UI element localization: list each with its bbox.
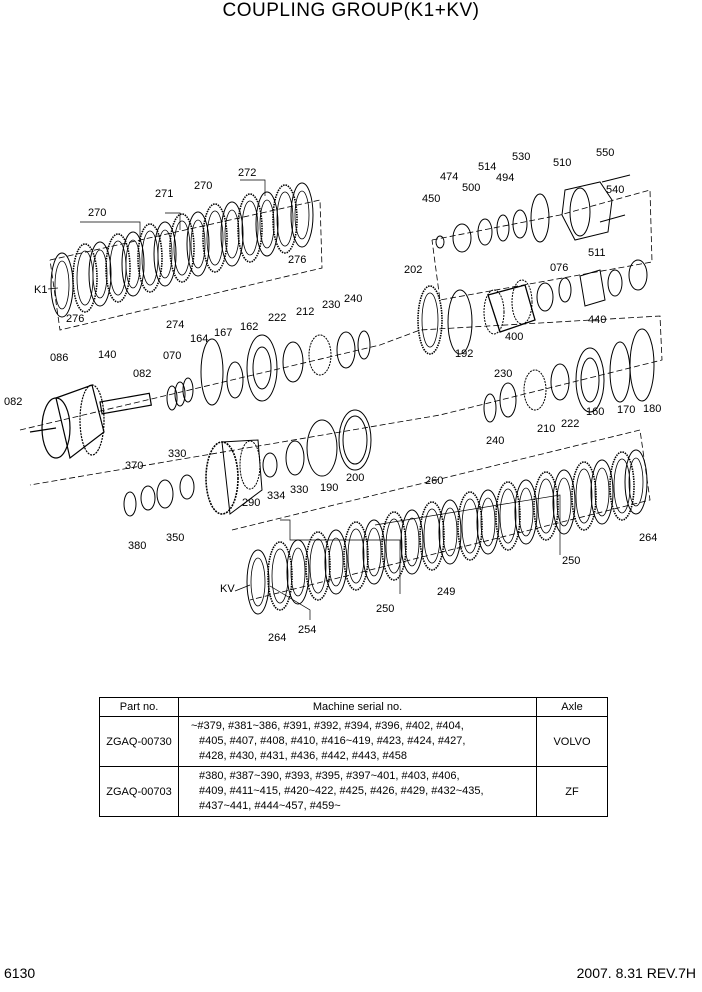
label-380: 380 — [128, 540, 146, 552]
label-272: 272 — [238, 167, 256, 179]
label-222a: 222 — [268, 312, 286, 324]
label-500: 500 — [462, 182, 480, 194]
label-240a: 240 — [344, 293, 362, 305]
label-249: 249 — [437, 586, 455, 598]
revision-date: 2007. 8.31 REV.7H — [576, 965, 696, 981]
page-title: COUPLING GROUP(K1+KV) — [222, 0, 480, 21]
label-270b: 270 — [194, 180, 212, 192]
label-222b: 222 — [561, 418, 579, 430]
k1-clutch-stack — [50, 182, 314, 318]
serial-line: #405, #407, #408, #410, #416~419, #423, … — [199, 735, 466, 747]
part-no-cell: ZGAQ-00703 — [99, 766, 179, 817]
lower-left-gear-group — [123, 409, 372, 517]
label-076: 076 — [550, 262, 568, 274]
label-276a: 276 — [66, 313, 84, 325]
label-167: 167 — [214, 327, 232, 339]
middle-right-drum — [417, 259, 648, 355]
serial-line: #380, #387~390, #393, #395, #397~401, #4… — [199, 770, 460, 782]
label-254: 254 — [298, 624, 316, 636]
leader-lines — [47, 179, 561, 620]
table-row: ZGAQ-00730 ~#379, #381~386, #391, #392, … — [99, 716, 608, 767]
label-202: 202 — [404, 264, 422, 276]
label-474: 474 — [440, 171, 458, 183]
label-082b: 082 — [4, 396, 22, 408]
label-510: 510 — [553, 157, 571, 169]
label-494: 494 — [496, 172, 514, 184]
label-180: 180 — [643, 403, 661, 415]
label-190: 190 — [320, 482, 338, 494]
label-170: 170 — [617, 404, 635, 416]
label-200: 200 — [346, 472, 364, 484]
parts-table: Part no. Machine serial no. Axle ZGAQ-00… — [99, 697, 608, 817]
label-270a: 270 — [88, 207, 106, 219]
serial-cell: ~#379, #381~386, #391, #392, #394, #396,… — [178, 716, 537, 767]
label-210: 210 — [537, 423, 555, 435]
label-511: 511 — [588, 247, 606, 259]
label-264a: 264 — [639, 532, 657, 544]
label-260: 260 — [425, 475, 443, 487]
header-part-no: Part no. — [99, 697, 179, 717]
label-140: 140 — [98, 349, 116, 361]
upper-right-assembly — [435, 174, 631, 253]
label-kv: KV — [220, 583, 235, 595]
exploded-parts-diagram: K1 KV 270 271 270 272 276 276 274 450 47… — [4, 147, 663, 644]
label-240b: 240 — [486, 435, 504, 447]
serial-cell: #380, #387~390, #393, #395, #397~401, #4… — [178, 766, 537, 817]
serial-line: #428, #430, #431, #436, #442, #443, #458 — [199, 750, 407, 762]
label-400: 400 — [505, 331, 523, 343]
label-160: 160 — [586, 406, 604, 418]
serial-line: ~#379, #381~386, #391, #392, #394, #396,… — [191, 720, 464, 732]
middle-right-pistons — [483, 328, 655, 423]
page-number: 6130 — [4, 965, 36, 981]
label-086: 086 — [50, 352, 68, 364]
label-164: 164 — [190, 333, 208, 345]
label-514: 514 — [478, 161, 496, 173]
label-230b: 230 — [494, 368, 512, 380]
label-440: 440 — [588, 314, 606, 326]
axle-cell: VOLVO — [536, 716, 608, 767]
label-192: 192 — [455, 348, 473, 360]
label-530: 530 — [512, 151, 530, 163]
label-276b: 276 — [288, 254, 306, 266]
label-250b: 250 — [376, 603, 394, 615]
label-274: 274 — [166, 319, 184, 331]
header-axle: Axle — [536, 697, 608, 717]
label-k1: K1 — [34, 284, 47, 296]
label-550: 550 — [596, 147, 614, 159]
serial-line: #437~441, #444~457, #459~ — [199, 800, 341, 812]
shaft-drum-086 — [29, 384, 153, 460]
label-212: 212 — [296, 306, 314, 318]
label-334: 334 — [267, 490, 285, 502]
label-082a: 082 — [133, 368, 151, 380]
label-350: 350 — [166, 532, 184, 544]
label-330a: 330 — [168, 448, 186, 460]
label-264b: 264 — [268, 632, 286, 644]
label-271: 271 — [155, 188, 173, 200]
label-230a: 230 — [322, 299, 340, 311]
axle-cell: ZF — [536, 766, 608, 817]
part-no-cell: ZGAQ-00730 — [99, 716, 179, 767]
label-162: 162 — [240, 321, 258, 333]
middle-left-pistons — [166, 330, 371, 411]
table-header-row: Part no. Machine serial no. Axle — [99, 697, 608, 717]
header-serial-no: Machine serial no. — [178, 697, 537, 717]
label-540: 540 — [606, 184, 624, 196]
label-070: 070 — [163, 350, 181, 362]
serial-line: #409, #411~415, #420~422, #425, #426, #4… — [199, 785, 484, 797]
label-450: 450 — [422, 193, 440, 205]
label-290: 290 — [242, 497, 260, 509]
table-row: ZGAQ-00703 #380, #387~390, #393, #395, #… — [99, 766, 608, 817]
label-330b: 330 — [290, 484, 308, 496]
label-370: 370 — [125, 460, 143, 472]
label-250a: 250 — [562, 555, 580, 567]
